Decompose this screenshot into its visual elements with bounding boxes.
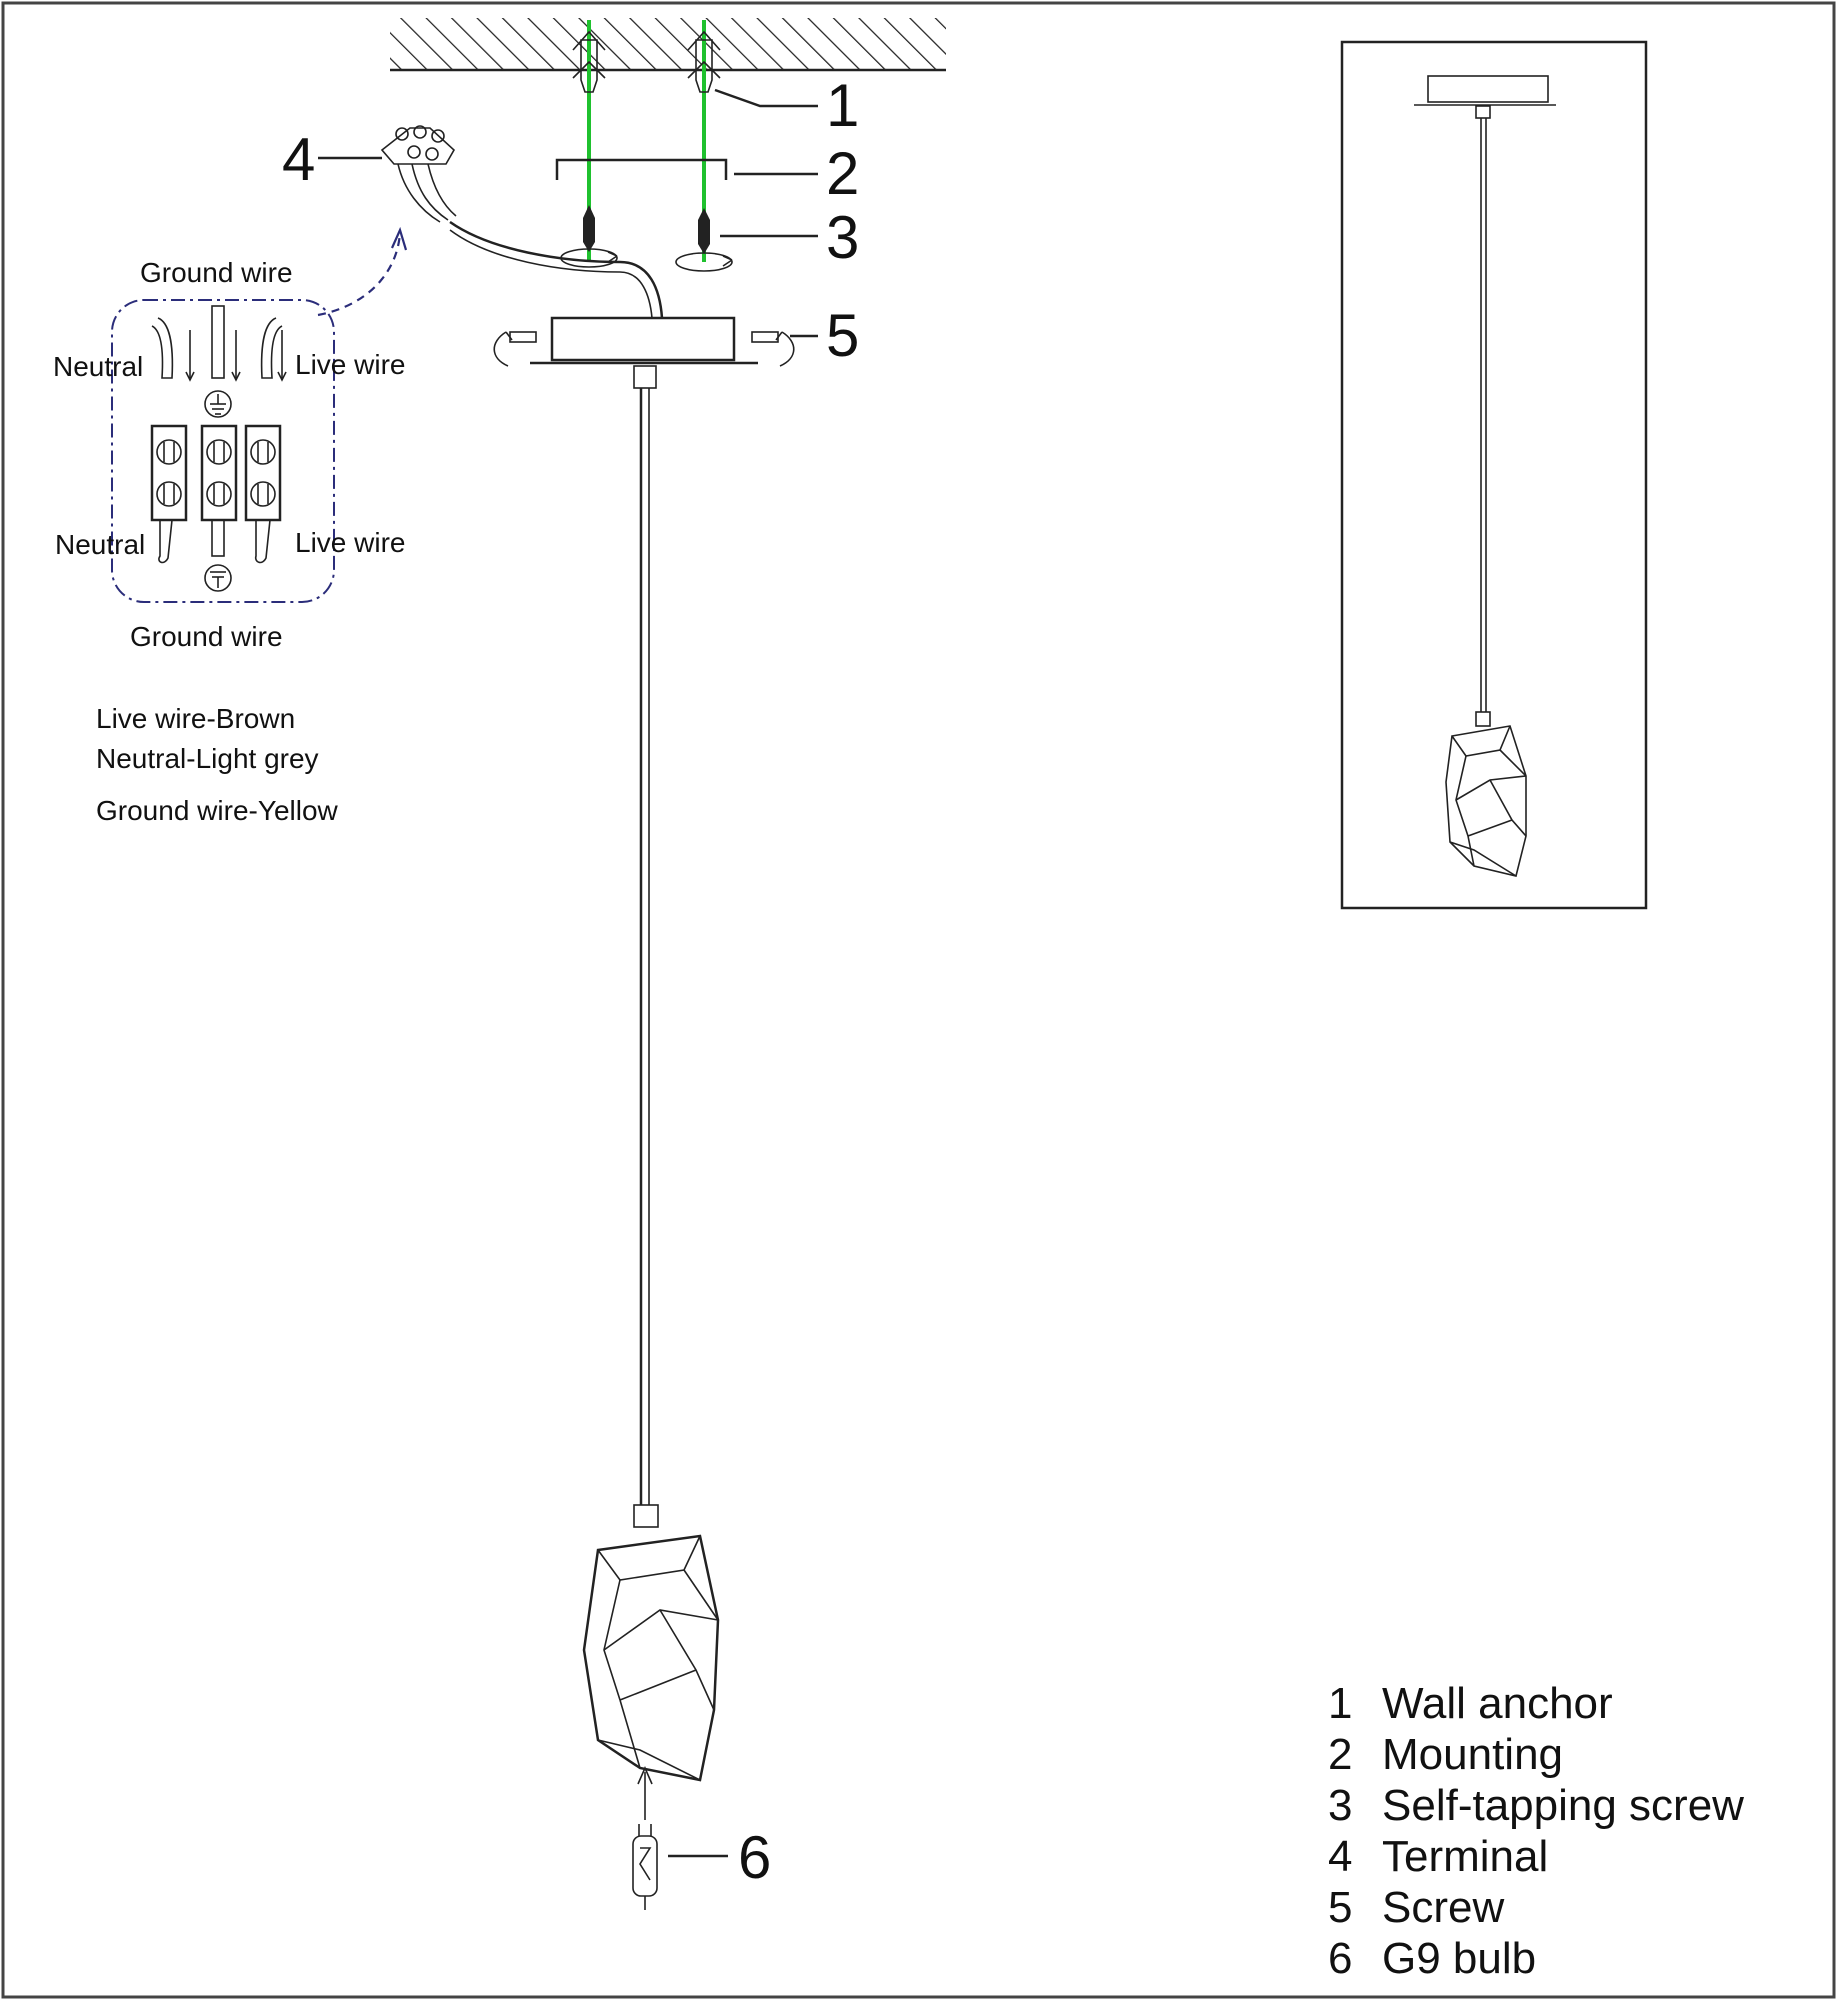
detail-arrow (317, 231, 402, 317)
canopy (493, 316, 795, 389)
product-preview (1340, 40, 1648, 910)
supply-cable-inner (449, 229, 653, 319)
callout-3: 3 (826, 204, 859, 271)
legend-text-6: G9 bulb (1382, 1934, 1536, 1983)
color-code-ground: Ground wire-Yellow (96, 795, 339, 826)
label-ground-wire-bottom: Ground wire (130, 621, 283, 652)
g9-bulb (632, 1824, 658, 1910)
bulb-arrowhead (637, 1766, 653, 1785)
ceiling (390, 18, 946, 72)
legend-num-1: 1 (1328, 1679, 1352, 1728)
callout-1: 1 (826, 72, 859, 139)
legend-text-2: Mounting (1382, 1730, 1563, 1779)
legend-text-4: Terminal (1382, 1832, 1548, 1881)
mounting-bracket (555, 158, 728, 180)
wiring-detail-frame (111, 299, 335, 603)
callout-2: 2 (826, 140, 859, 207)
screw-right (675, 208, 733, 272)
wall-anchor-left (572, 30, 606, 93)
parts-legend: 1 Wall anchor 2 Mounting 3 Self-tapping … (1328, 1679, 1744, 1983)
crystal-shade (582, 1534, 720, 1782)
callout-4: 4 (282, 126, 315, 193)
legend-num-5: 5 (1328, 1883, 1352, 1932)
incoming-wires (151, 305, 287, 382)
outgoing-wires (158, 519, 271, 564)
color-code-neutral: Neutral-Light grey (96, 743, 319, 774)
legend-num-2: 2 (1328, 1730, 1352, 1779)
terminal-connectors (150, 424, 282, 522)
lamp-holder (633, 1504, 659, 1528)
terminal-block (380, 125, 457, 223)
label-live-wire-bottom: Live wire (295, 527, 405, 558)
wall-anchor-right (687, 30, 721, 93)
callout-5: 5 (826, 302, 859, 369)
legend-num-3: 3 (1328, 1781, 1352, 1830)
legend-text-1: Wall anchor (1382, 1679, 1613, 1728)
label-ground-wire-top: Ground wire (140, 257, 293, 288)
legend-text-3: Self-tapping screw (1382, 1781, 1744, 1830)
legend-num-6: 6 (1328, 1934, 1352, 1983)
label-live-wire-top: Live wire (295, 349, 405, 380)
supply-cable (449, 220, 664, 319)
legend-text-5: Screw (1382, 1883, 1504, 1932)
detail-arrowhead (390, 226, 408, 251)
ground-symbol-bottom (204, 564, 232, 592)
callout-6: 6 (738, 1824, 771, 1891)
color-code-live: Live wire-Brown (96, 703, 295, 734)
legend-num-4: 4 (1328, 1832, 1352, 1881)
leader-1 (714, 88, 818, 108)
ground-symbol-top (204, 390, 232, 418)
label-neutral-bottom: Neutral (55, 529, 145, 560)
label-neutral-top: Neutral (53, 351, 143, 382)
